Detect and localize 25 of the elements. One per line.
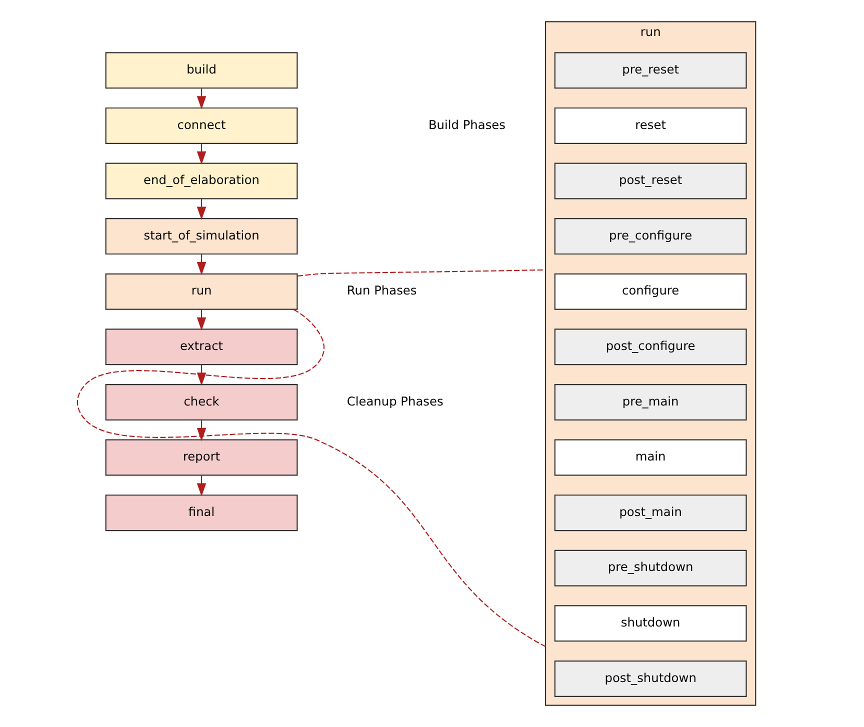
node-box: post_main xyxy=(554,494,746,532)
node-box: reset xyxy=(554,107,746,144)
connector xyxy=(296,269,546,277)
label: Run Phases xyxy=(346,284,416,298)
node-box: pre_configure xyxy=(554,218,746,255)
node-box: post_shutdown xyxy=(554,660,746,697)
node-box: end_of_elaboration xyxy=(104,162,298,200)
label: Cleanup Phases xyxy=(346,394,443,408)
node-box: pre_reset xyxy=(554,52,746,89)
node-box: extract xyxy=(104,328,298,366)
node-box: pre_main xyxy=(554,384,746,420)
node-box: post_configure xyxy=(554,328,746,366)
node-box: shutdown xyxy=(554,605,746,642)
node-box: main xyxy=(554,439,746,476)
node-box: post_reset xyxy=(554,162,746,200)
node-box: connect xyxy=(104,107,298,144)
node-box: report xyxy=(104,439,298,476)
node-box: start_of_simulation xyxy=(104,218,298,255)
node-box: final xyxy=(104,494,298,532)
node-box: check xyxy=(104,384,298,420)
node-box: run xyxy=(104,273,298,310)
node-box: pre_shutdown xyxy=(554,550,746,586)
node-box: configure xyxy=(554,273,746,310)
node-box: build xyxy=(104,52,298,89)
label: Build Phases xyxy=(428,118,505,132)
